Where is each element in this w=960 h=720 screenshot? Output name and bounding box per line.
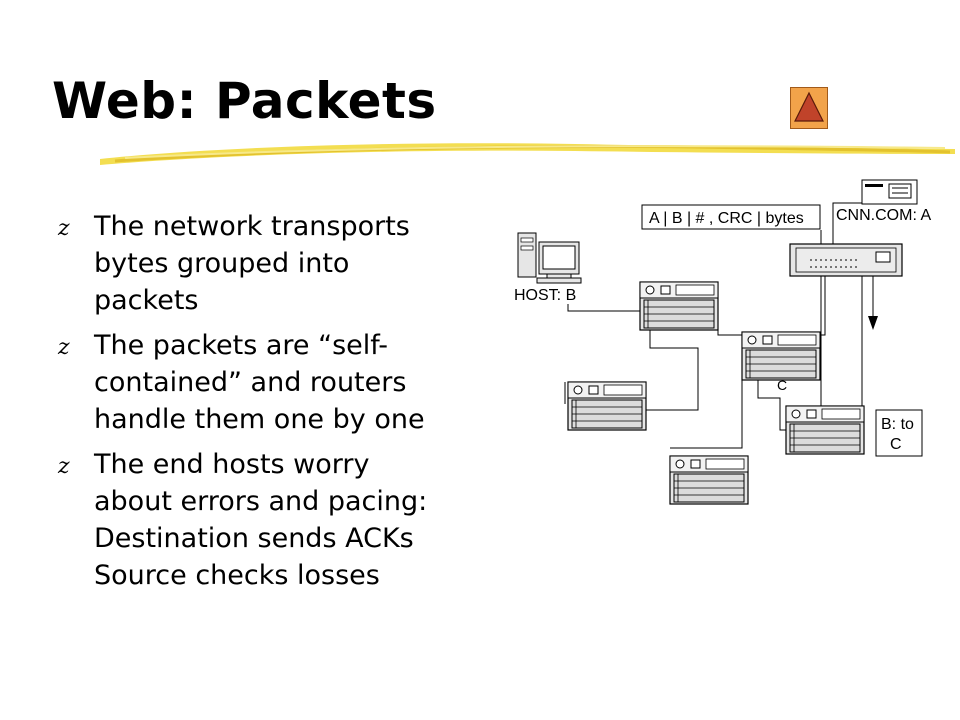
network-diagram: A | B | # , CRC | bytes HOST: B CNN.COM:…: [514, 179, 931, 505]
slide-title: Web: Packets: [52, 72, 437, 130]
arrow-down-icon: [868, 316, 878, 330]
router-icon: [567, 381, 647, 431]
bullet-line: The network transports: [94, 211, 410, 242]
routing-entry-line-1: B: to: [881, 416, 914, 433]
desktop-computer-icon: [517, 232, 582, 284]
bullet-glyph: z: [58, 216, 70, 241]
host-label: HOST: B: [514, 287, 576, 304]
bullet-glyph: z: [58, 335, 70, 360]
routing-entry-line-2: C: [890, 436, 902, 453]
server-label: CNN.COM: A: [836, 207, 931, 224]
bullet-list: z The network transports bytes grouped i…: [58, 208, 478, 602]
switch-icon: [789, 243, 903, 277]
bullet-item: z The packets are “self- contained” and …: [58, 327, 478, 438]
router-icon: [785, 405, 865, 455]
nav-up-button[interactable]: [790, 87, 828, 129]
bullet-glyph: z: [58, 454, 70, 479]
router-icon: [639, 281, 719, 331]
bullet-item: z The network transports bytes grouped i…: [58, 208, 478, 319]
bullet-line: Destination sends ACKs: [94, 523, 414, 554]
bullet-line: The packets are “self-: [94, 330, 389, 361]
bullet-line: bytes grouped into: [94, 248, 350, 279]
bullet-line: contained” and routers: [94, 367, 407, 398]
bullet-line: packets: [94, 285, 199, 316]
routing-entry-box: [875, 409, 923, 457]
server-icon: [861, 179, 918, 205]
router-icon: [669, 455, 749, 505]
bullet-line: about errors and pacing:: [94, 486, 428, 517]
bullet-line: handle them one by one: [94, 404, 425, 435]
bullet-line: The end hosts worry: [94, 449, 370, 480]
bullet-item: z The end hosts worry about errors and p…: [58, 446, 478, 594]
bullet-line: Source checks losses: [94, 560, 380, 591]
packet-format-label: A | B | # , CRC | bytes: [649, 210, 804, 227]
title-underline: [100, 143, 955, 165]
packet-format-box: [641, 204, 821, 230]
router-icon: [741, 331, 821, 381]
triangle-up-icon: [794, 91, 824, 122]
router-c-label: C: [777, 377, 787, 393]
